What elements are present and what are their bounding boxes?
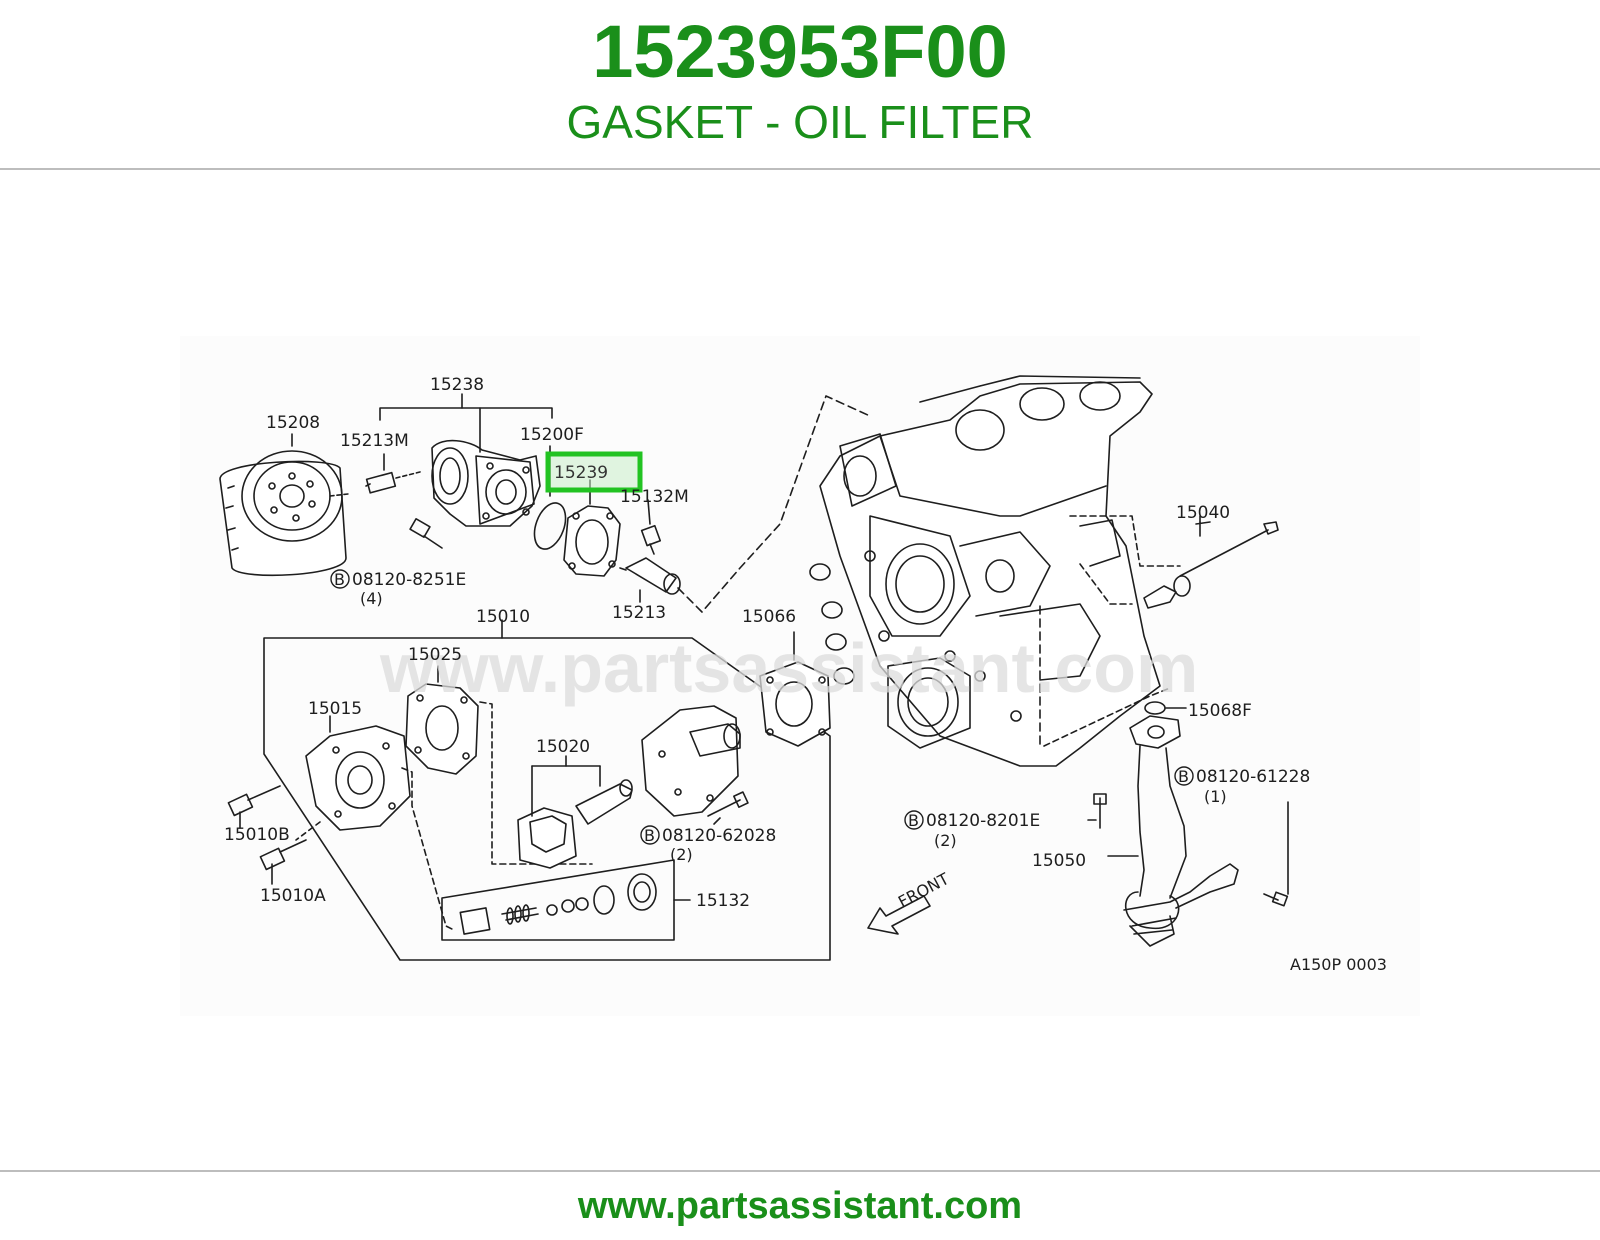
part-name-subtitle: GASKET - OIL FILTER [566, 96, 1034, 148]
b-marker-label: B [908, 811, 919, 830]
b-marker-label: B [1178, 767, 1189, 786]
pump-body-drawing [641, 705, 741, 817]
callout-08120-8251e[interactable]: 08120-8251E [352, 570, 466, 590]
diagram-reference-code: A150P 0003 [1290, 955, 1387, 974]
callout-15213[interactable]: 15213 [612, 603, 666, 623]
callout-15200f[interactable]: 15200F [520, 425, 584, 445]
callout-15066[interactable]: 15066 [742, 607, 796, 627]
callout-15213m[interactable]: 15213M [340, 431, 409, 451]
oil-strainer-drawing [1123, 715, 1239, 947]
pump-rotor-drawing [517, 779, 633, 869]
diagram-canvas: www.partsassistant.com 15239 15238 15208… [219, 375, 1387, 974]
o-ring-drawing [533, 502, 567, 550]
callout-08120-62028-qty: (2) [670, 845, 693, 864]
pump-bolt-drawing [227, 785, 307, 885]
connector-drawing [619, 557, 681, 595]
pump-gasket-drawing [405, 683, 479, 775]
callout-15010[interactable]: 15010 [476, 607, 530, 627]
callout-08120-8201e[interactable]: 08120-8201E [926, 811, 1040, 831]
callout-15020[interactable]: 15020 [536, 737, 590, 757]
footer-website-link[interactable]: www.partsassistant.com [577, 1185, 1023, 1227]
b-marker-icon [1174, 766, 1194, 786]
exploded-parts-diagram: www.partsassistant.com 15239 15238 15208… [180, 336, 1420, 1016]
highlight-box [545, 451, 643, 493]
b-marker-label: B [644, 826, 655, 845]
b-marker-icon [904, 810, 924, 830]
part-number-title: 1523953F00 [592, 10, 1008, 93]
bracket-bolt-drawing [409, 518, 443, 549]
strainer-bolt-drawing [1087, 793, 1107, 829]
gasket-15066-drawing [759, 661, 831, 747]
callout-15239-highlighted[interactable]: 15239 [554, 463, 608, 483]
callout-15238[interactable]: 15238 [430, 375, 484, 395]
bottom-divider [0, 1170, 1600, 1172]
oil-filter-drawing [219, 450, 349, 577]
top-divider [0, 168, 1600, 170]
callout-15068f[interactable]: 15068F [1188, 701, 1252, 721]
stud-drawing [365, 471, 421, 494]
engine-block-drawing [809, 375, 1161, 767]
pump-cover-drawing [305, 725, 411, 831]
gasket-15239-drawing [563, 505, 621, 577]
callout-08120-61228[interactable]: 08120-61228 [1196, 767, 1310, 787]
b-marker-icon [640, 825, 660, 845]
callout-15132m[interactable]: 15132M [620, 487, 689, 507]
b-marker-icon [330, 569, 350, 589]
header: 1523953F00 GASKET - OIL FILTER [0, 0, 1600, 168]
callout-15208[interactable]: 15208 [266, 413, 320, 433]
callout-15132[interactable]: 15132 [696, 891, 750, 911]
diagram-watermark: www.partsassistant.com [379, 629, 1198, 707]
o-ring-15068f-drawing [1144, 701, 1166, 715]
pump-body-bolt-drawing [707, 791, 749, 825]
callout-15010a[interactable]: 15010A [260, 886, 326, 906]
callout-08120-61228-qty: (1) [1204, 787, 1227, 806]
b-marker-label: B [334, 570, 345, 589]
callout-15050[interactable]: 15050 [1032, 851, 1086, 871]
callout-08120-62028[interactable]: 08120-62028 [662, 826, 776, 846]
relief-valve-drawing [459, 873, 657, 935]
callout-08120-8251e-qty: (4) [360, 589, 383, 608]
callout-15040[interactable]: 15040 [1176, 503, 1230, 523]
callout-15025[interactable]: 15025 [408, 645, 462, 665]
front-arrow-icon [867, 895, 931, 935]
callout-15010b[interactable]: 15010B [224, 825, 290, 845]
filter-bracket-drawing [431, 439, 541, 527]
dipstick-drawing [1143, 521, 1279, 609]
callout-15015[interactable]: 15015 [308, 699, 362, 719]
front-label: FRONT [895, 869, 952, 912]
strainer-bracket-bolt-drawing [1263, 801, 1289, 907]
sender-drawing [640, 524, 662, 555]
callout-08120-8201e-qty: (2) [934, 831, 957, 850]
